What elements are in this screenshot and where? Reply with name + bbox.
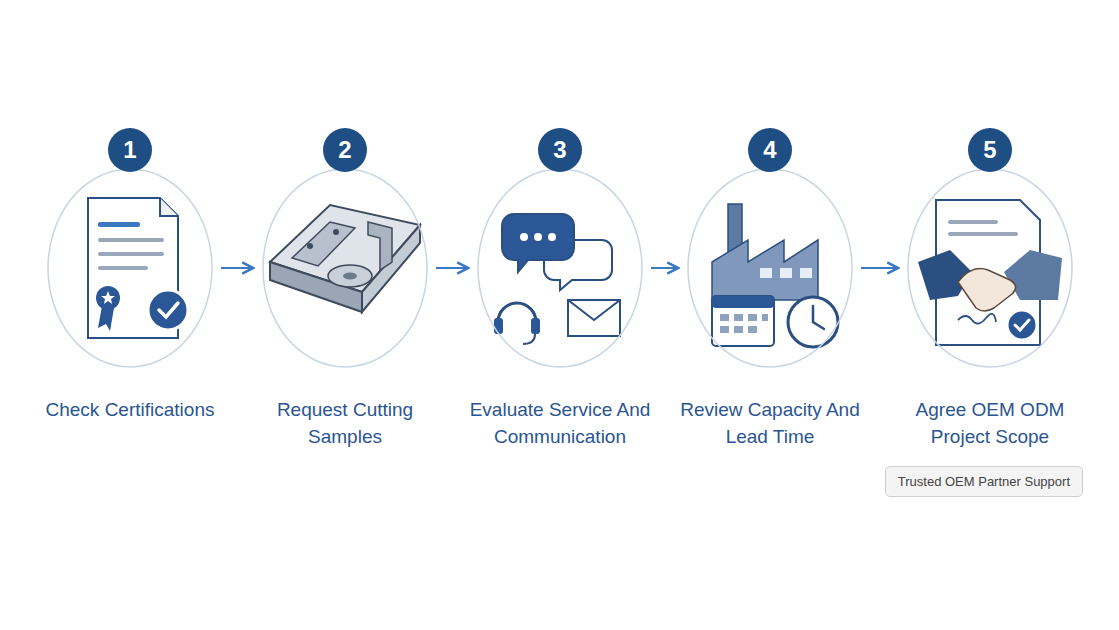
- capacity-icon: [712, 204, 838, 347]
- oval-outline: [687, 168, 853, 368]
- oval-outline: [262, 168, 428, 368]
- note-box: Trusted OEM Partner Support: [885, 466, 1083, 497]
- step-number: 2: [323, 128, 367, 172]
- oval-outline: [477, 168, 643, 368]
- step-oval: 4Review Capacity And Lead Time: [687, 168, 853, 368]
- step-label: Request Cutting Samples: [253, 396, 437, 450]
- step-label: Evaluate Service And Communication: [468, 396, 652, 450]
- step-number: 4: [748, 128, 792, 172]
- certificate-icon: [88, 198, 188, 338]
- communication-icon: [494, 214, 620, 344]
- step-oval: 1Check Certifications: [47, 168, 213, 368]
- oval-outline: [907, 168, 1073, 368]
- step-number: 3: [538, 128, 582, 172]
- flow-arrow: [651, 267, 677, 269]
- flow-arrow: [436, 267, 467, 269]
- flow-arrow: [861, 267, 897, 269]
- agreement-icon: [918, 200, 1062, 345]
- oval-outline: [47, 168, 213, 368]
- step-oval: 3Evaluate Service And Communication: [477, 168, 643, 368]
- note-text: Trusted OEM Partner Support: [886, 467, 1082, 496]
- step-label: Review Capacity And Lead Time: [678, 396, 862, 450]
- step-number: 1: [108, 128, 152, 172]
- step-label: Agree OEM ODM Project Scope: [898, 396, 1082, 450]
- step-oval: 2Request Cutting Samples: [262, 168, 428, 368]
- step-label: Check Certifications: [38, 396, 222, 423]
- flow-arrow: [221, 267, 252, 269]
- sample-box-icon: [270, 205, 420, 312]
- step-oval: 5Agree OEM ODM Project Scope: [907, 168, 1073, 368]
- step-number: 5: [968, 128, 1012, 172]
